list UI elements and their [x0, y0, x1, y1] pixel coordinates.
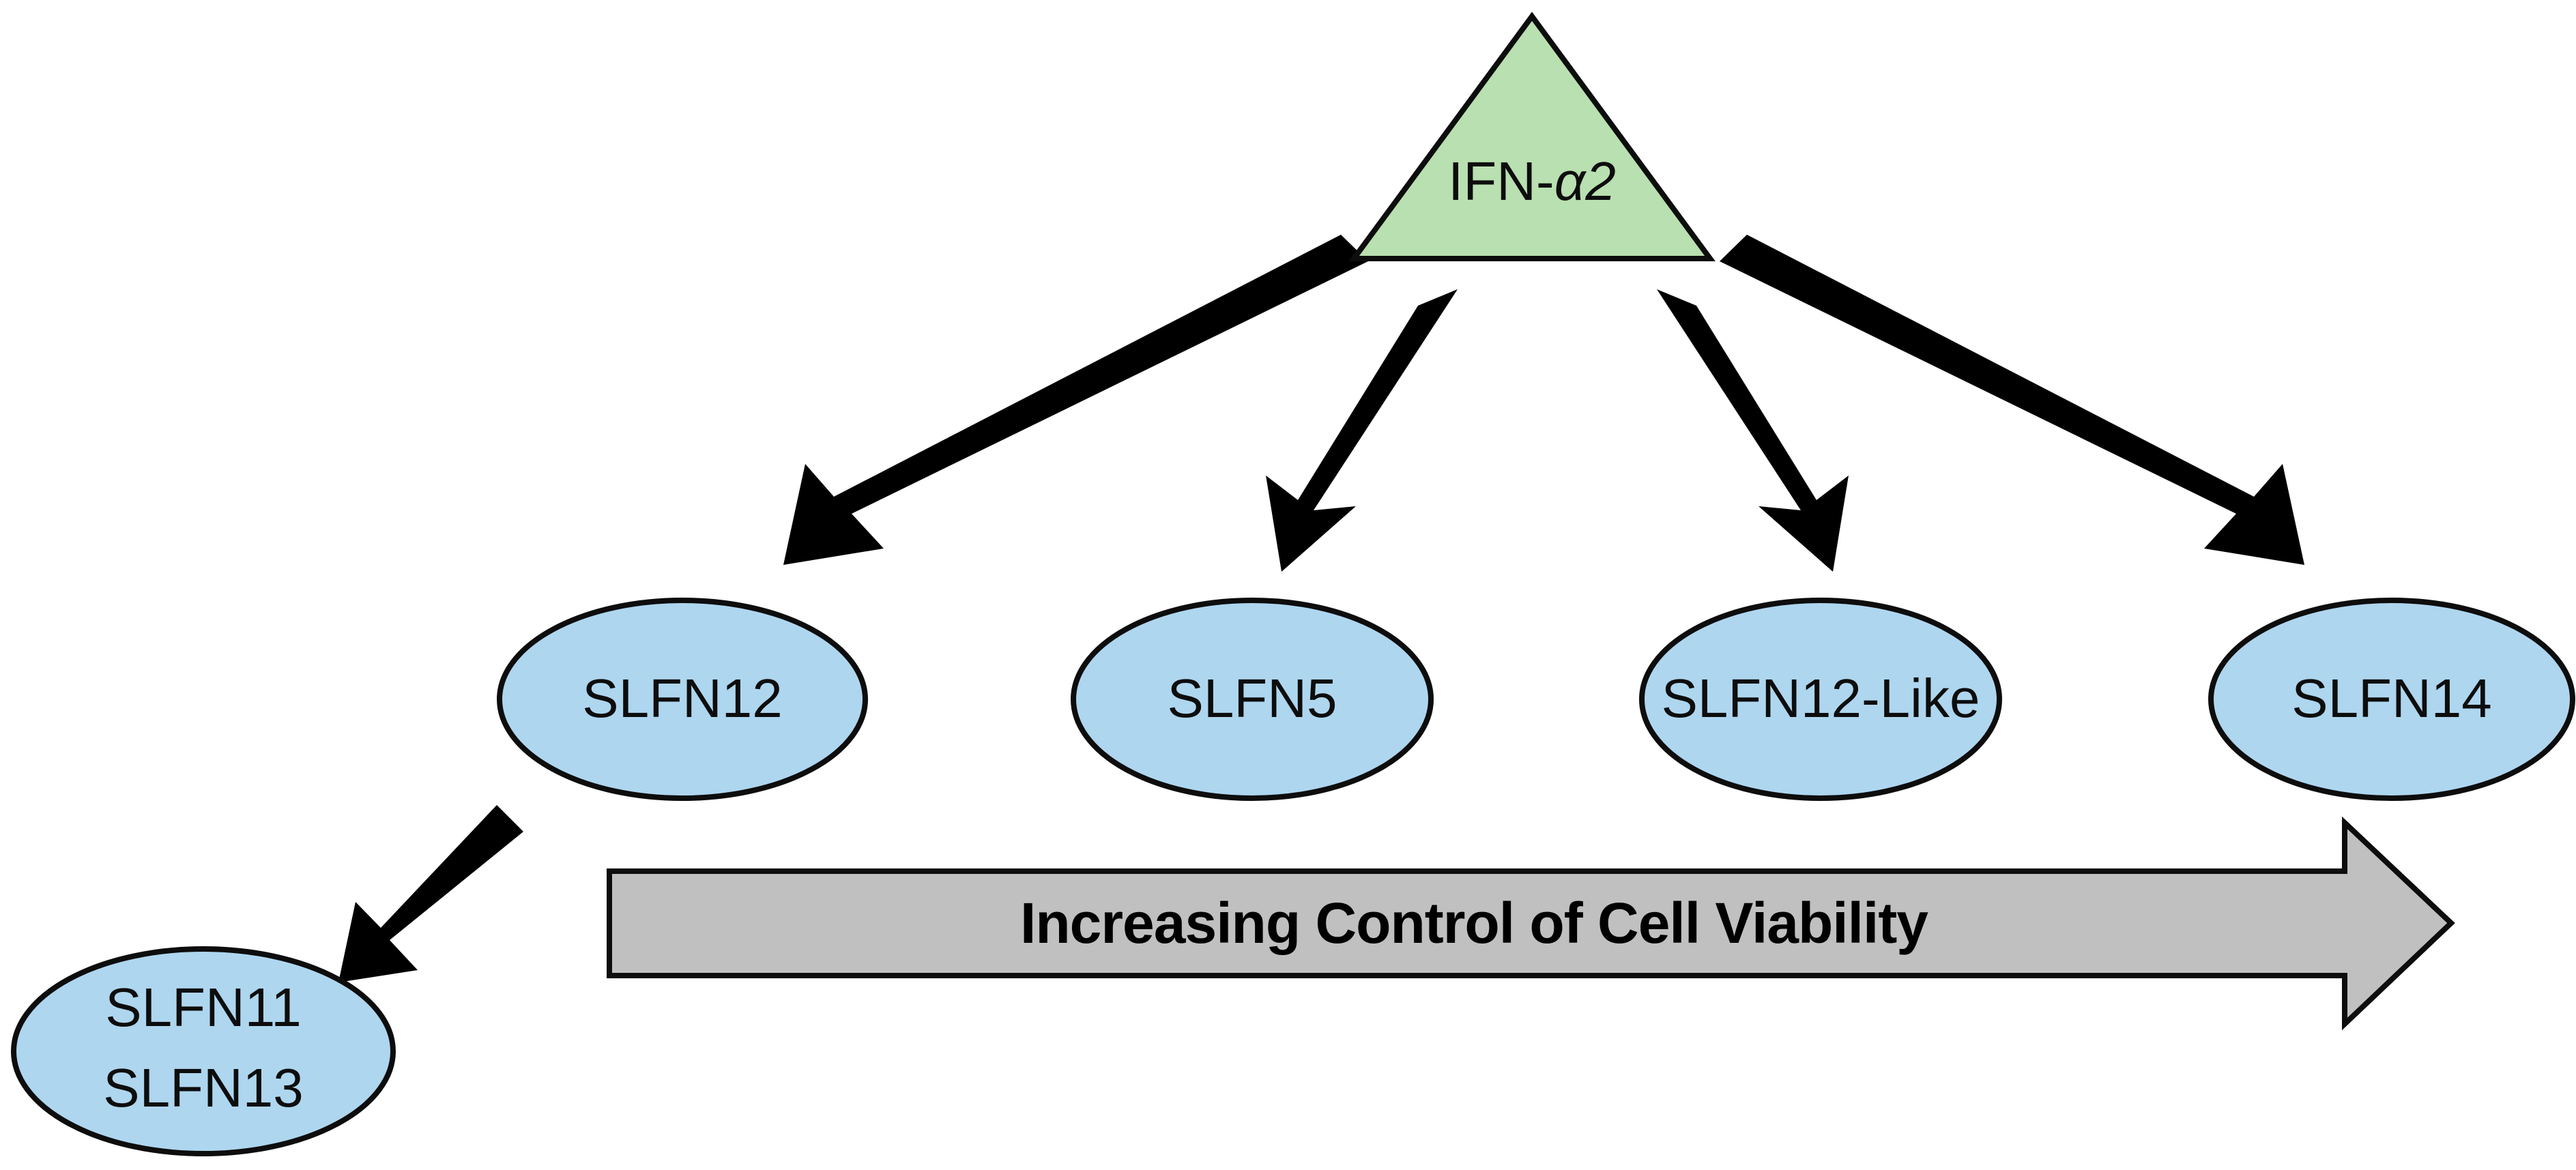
ellipse-shape [497, 598, 868, 801]
ellipse-shape [11, 946, 396, 1156]
node-slfn11-label: SLFN11 [105, 977, 302, 1038]
connector-ifn-to-slfn14 [1720, 235, 2304, 565]
node-ifn-alpha-2-label-symbol: α2 [1554, 151, 1616, 211]
ellipse-shape [1639, 598, 2002, 801]
ellipse-shape [2208, 598, 2575, 801]
node-ifn-alpha-2-label: IFN-α2 [1448, 151, 1616, 211]
node-slfn14-label: SLFN14 [2291, 668, 2491, 729]
node-slfn12-like[interactable]: SLFN12-Like [1639, 598, 2002, 801]
node-slfn11-slfn13[interactable]: SLFN11 SLFN13 [11, 946, 396, 1156]
connector-ifn-to-slfn5 [1266, 289, 1458, 572]
node-slfn5[interactable]: SLFN5 [1071, 598, 1434, 801]
node-slfn13-label: SLFN13 [103, 1057, 303, 1118]
connector-ifn-to-slfn12 [783, 235, 1368, 565]
ellipse-shape [1071, 598, 1434, 801]
connector-ifn-to-slfn12-like [1657, 289, 1849, 572]
viability-gradient-label: Increasing Control of Cell Viability [1020, 891, 1928, 955]
viability-gradient-arrow: Increasing Control of Cell Viability [607, 816, 2455, 1031]
node-slfn12-label: SLFN12 [582, 668, 782, 729]
node-ifn-alpha-2[interactable]: IFN-α2 [1348, 12, 1716, 261]
node-slfn12[interactable]: SLFN12 [497, 598, 868, 801]
node-slfn12-like-label: SLFN12-Like [1662, 668, 1980, 729]
connector-slfn12-to-slfn11-slfn13 [338, 805, 523, 982]
triangle-shape [1348, 12, 1716, 261]
node-slfn14[interactable]: SLFN14 [2208, 598, 2575, 801]
node-slfn5-label: SLFN5 [1168, 668, 1337, 729]
node-ifn-alpha-2-label-prefix: IFN- [1448, 151, 1554, 211]
